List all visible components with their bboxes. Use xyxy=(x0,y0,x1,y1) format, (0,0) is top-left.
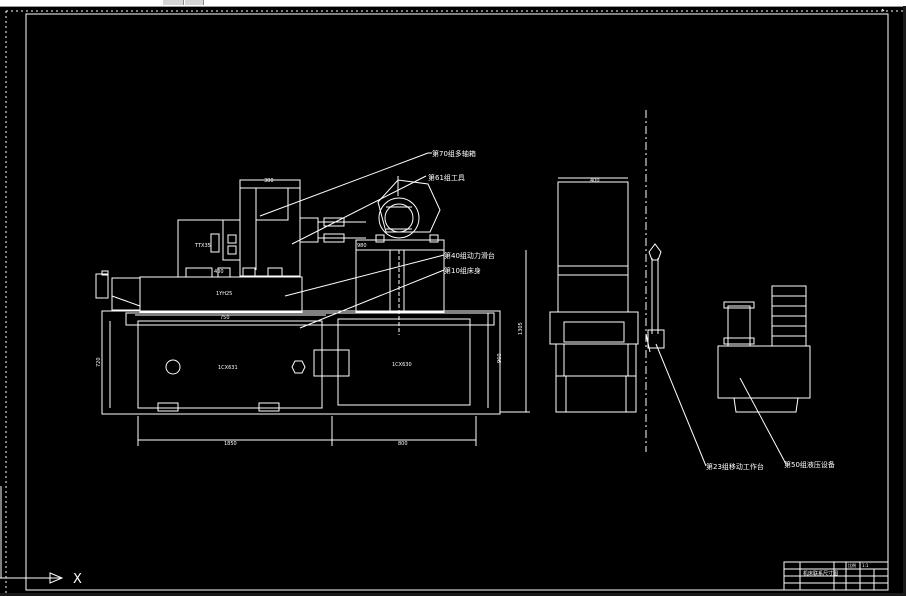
dim-center-mark: 980 xyxy=(357,243,367,249)
front-view xyxy=(95,176,530,446)
machine-bed xyxy=(101,310,501,415)
label-part40: 第40组动力滑台 xyxy=(444,251,495,260)
x-axis-label: X xyxy=(73,572,82,587)
label-part61: 第61组工具 xyxy=(428,173,465,182)
side-slide xyxy=(549,311,639,345)
bed-hole-left xyxy=(165,359,181,375)
mark-housing: TTX35 xyxy=(194,243,211,249)
dim-right-height: 960 xyxy=(497,353,503,363)
multi-axis-head xyxy=(239,179,301,277)
bed-hole-right xyxy=(291,360,306,374)
dim-slide-width: 400 xyxy=(214,269,224,275)
horizontal-scrollbar[interactable] xyxy=(0,593,906,596)
workpiece-circle xyxy=(378,197,420,239)
hydraulic-unit xyxy=(717,285,811,413)
hydraulic-motor xyxy=(727,305,751,347)
dim-side-width: 400 xyxy=(590,178,600,184)
label-part70: 第70组多轴箱 xyxy=(432,149,476,158)
hydraulic-tank xyxy=(717,345,811,399)
toolbar-tab-icon[interactable] xyxy=(163,0,184,5)
label-part23: 第23组移动工作台 xyxy=(706,462,764,471)
label-part50: 第50组液压设备 xyxy=(784,460,835,469)
workpiece-fixture xyxy=(377,179,441,233)
title-block-name: 机床联系尺寸图 xyxy=(803,570,838,577)
part-leaders xyxy=(259,152,445,329)
title-block: 机床联系尺寸图 比例 1:1 xyxy=(783,561,889,591)
side-leaders xyxy=(655,343,787,467)
dim-bottom-left: 1850 xyxy=(224,441,237,447)
title-block-cell2: 1:1 xyxy=(862,563,869,568)
mark-bed-left: 1CX631 xyxy=(218,365,238,371)
top-toolbar-strip xyxy=(0,0,906,7)
dim-bottom-right: 800 xyxy=(398,441,408,447)
dim-top-width: 380 xyxy=(264,178,274,184)
dim-total-height: 1305 xyxy=(518,322,524,335)
dim-left-height: 720 xyxy=(96,357,102,367)
dim-bed-length: 750 xyxy=(220,315,230,321)
connector-block xyxy=(313,349,350,377)
sheet-frame xyxy=(5,8,906,595)
ucs-axis-icon: X xyxy=(0,486,82,587)
mark-slide: 1YH25 xyxy=(216,291,232,297)
toolbar-tab-label[interactable] xyxy=(185,0,204,5)
label-part10: 第10组床身 xyxy=(444,266,481,275)
title-block-cell1: 比例 xyxy=(848,562,856,568)
side-view xyxy=(549,110,665,452)
mark-bed-right: 1CX630 xyxy=(392,362,412,368)
side-head xyxy=(557,181,629,313)
vertical-scrollbar[interactable] xyxy=(903,6,906,596)
side-base xyxy=(555,375,637,413)
